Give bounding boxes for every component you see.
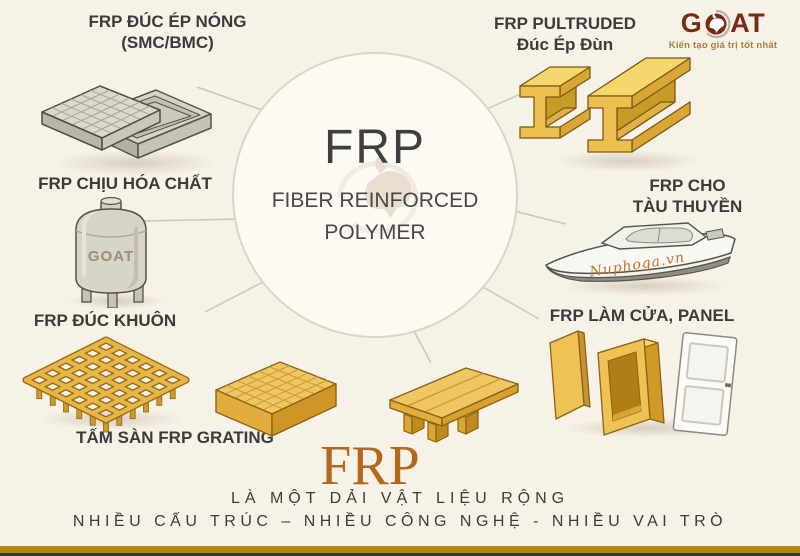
- label-smc-line2: (SMC/BMC): [121, 32, 214, 52]
- deck-panel-illustration: [389, 367, 519, 443]
- goat-head-icon: [705, 9, 731, 38]
- label-grating-floor: TẤM SÀN FRP GRATING: [60, 428, 290, 449]
- molded-grating-illustration: [22, 336, 190, 433]
- logo-tagline: Kiến tạo giá trị tốt nhất: [668, 40, 778, 51]
- label-smc: FRP ĐÚC ÉP NÓNG (SMC/BMC): [45, 12, 290, 53]
- label-door-panel-line1: FRP LÀM CỬA, PANEL: [549, 306, 735, 325]
- center-subtitle-line1: FIBER REINFORCED: [271, 189, 479, 212]
- tank-goat-text: GOAT: [88, 248, 134, 265]
- label-chemical-line1: FRP CHỊU HÓA CHẤT: [38, 174, 212, 193]
- label-molded: FRP ĐÚC KHUÔN: [20, 311, 190, 332]
- footer-line1: LÀ MỘT DẢI VẬT LIỆU RỘNG: [230, 490, 570, 507]
- door-panel-illustration: [549, 330, 738, 437]
- label-boat: FRP CHO TÀU THUYỀN: [605, 176, 770, 217]
- bottom-dark-bar: [0, 553, 800, 556]
- label-boat-line1: FRP CHO: [649, 176, 726, 195]
- label-pultruded: FRP PULTRUDED Đúc Ép Đùn: [470, 14, 660, 55]
- label-smc-line1: FRP ĐÚC ÉP NÓNG: [88, 12, 247, 31]
- goat-watermark-icon: [337, 152, 419, 235]
- label-door-panel: FRP LÀM CỬA, PANEL: [528, 306, 756, 327]
- label-boat-line2: TÀU THUYỀN: [632, 196, 743, 216]
- footer-line2: NHIỀU CẤU TRÚC – NHIỀU CÔNG NGHỆ - NHIỀU…: [72, 513, 728, 530]
- label-molded-line1: FRP ĐÚC KHUÔN: [33, 311, 177, 330]
- label-pultruded-line1: FRP PULTRUDED: [494, 14, 636, 33]
- center-subtitle: FIBER REINFORCED POLYMER: [234, 185, 516, 248]
- ibeam-illustration: [519, 57, 691, 153]
- chemical-tank-illustration: GOAT: [75, 196, 147, 308]
- center-circle: FRP FIBER REINFORCED POLYMER: [232, 52, 518, 338]
- boat-illustration: Nuphoga.vn: [544, 222, 736, 282]
- smc-mold-illustration: [41, 85, 212, 159]
- logo-text-g: G: [680, 8, 703, 38]
- bottom-gold-bar: [0, 546, 800, 553]
- logo-text-at: AT: [730, 8, 766, 38]
- grating-panel-illustration: [215, 361, 337, 437]
- label-grating-floor-line1: TẤM SÀN FRP GRATING: [76, 428, 274, 447]
- footer-title: FRP: [320, 435, 420, 497]
- label-chemical: FRP CHỊU HÓA CHẤT: [15, 174, 235, 195]
- goat-logo: G AT Kiến tạo giá trị tốt nhất: [648, 8, 798, 51]
- center-subtitle-line2: POLYMER: [324, 220, 426, 244]
- label-pultruded-line2: Đúc Ép Đùn: [516, 34, 614, 54]
- center-title: FRP: [324, 121, 426, 174]
- beam-shadow: [552, 150, 702, 172]
